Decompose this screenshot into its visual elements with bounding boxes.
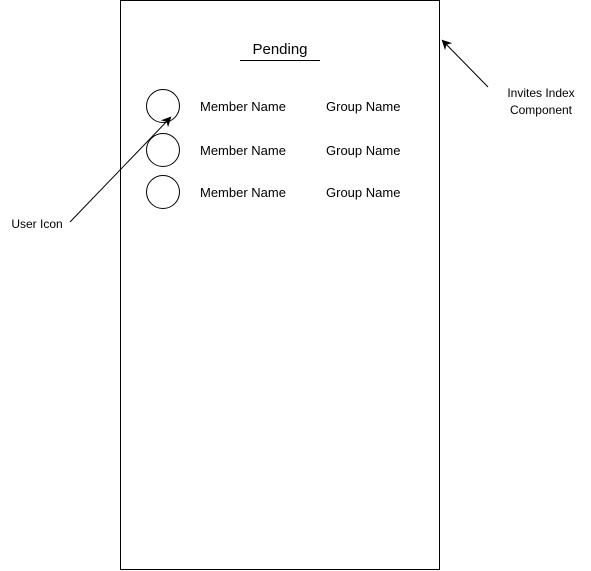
invite-row[interactable]: Member Name Group Name [146,133,436,169]
invite-row[interactable]: Member Name Group Name [146,175,436,211]
component-label-line-2: Component [509,103,573,117]
title-underline [240,60,320,61]
component-label-line-1: Invites Index [507,86,575,100]
user-icon [146,133,180,167]
user-icon [146,89,180,123]
group-name: Group Name [326,185,401,200]
group-name: Group Name [326,99,401,114]
group-name: Group Name [326,143,401,158]
member-name: Member Name [200,99,286,114]
user-icon-label: User Icon [11,217,63,231]
member-name: Member Name [200,143,286,158]
invites-index-component-label: Invites Index Component [496,85,586,119]
page-title: Pending [252,41,308,58]
component-arrow [441,39,489,88]
invites-index-component [120,0,440,570]
member-name: Member Name [200,185,286,200]
user-icon [146,175,180,209]
invite-row[interactable]: Member Name Group Name [146,89,436,125]
